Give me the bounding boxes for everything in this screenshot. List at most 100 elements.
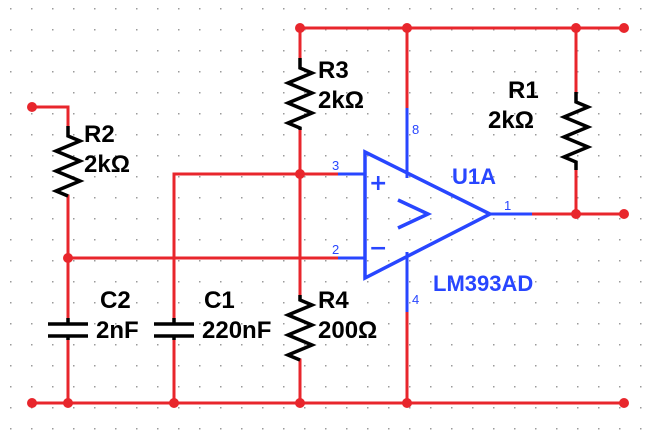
grid-dot [346,218,348,220]
grid-dot [73,428,75,430]
grid-dot [220,386,222,388]
grid-dot [640,155,642,157]
grid-dot [409,71,411,73]
grid-dot [241,239,243,241]
grid-dot [220,29,222,31]
grid-dot [430,428,432,430]
grid-dot [619,386,621,388]
grid-dot [577,365,579,367]
grid-dot [10,239,12,241]
grid-dot [94,386,96,388]
grid-dot [556,239,558,241]
grid-dot [346,71,348,73]
grid-dot [535,176,537,178]
grid-dot [283,407,285,409]
grid-dot [451,197,453,199]
grid-dot [388,8,390,10]
grid-dot [472,302,474,304]
grid-dot [577,113,579,115]
grid-dot [640,260,642,262]
grid-dot [493,407,495,409]
grid-dot [388,365,390,367]
grid-dot [493,239,495,241]
grid-dot [535,239,537,241]
grid-dot [367,71,369,73]
grid-dot [367,176,369,178]
grid-dot [598,155,600,157]
grid-dot [619,92,621,94]
grid-dot [304,134,306,136]
grid-dot [325,344,327,346]
grid-dot [31,29,33,31]
inv-sign: − [369,236,387,261]
grid-dot [52,260,54,262]
grid-dot [115,428,117,430]
resistor-r2-symbol [51,126,85,198]
grid-dot [598,365,600,367]
grid-dot [220,176,222,178]
grid-dot [178,344,180,346]
grid-dot [10,260,12,262]
grid-dot [493,8,495,10]
grid-dot [157,197,159,199]
grid-dot [73,365,75,367]
grid-dot [598,281,600,283]
grid-dot [10,218,12,220]
grid-dot [367,155,369,157]
grid-dot [94,407,96,409]
grid-dot [472,29,474,31]
grid-dot [409,260,411,262]
grid-dot [220,8,222,10]
grid-dot [577,155,579,157]
grid-dot [472,281,474,283]
grid-dot [136,302,138,304]
grid-dot [220,155,222,157]
grid-dot [178,281,180,283]
grid-dot [577,407,579,409]
grid-dot [451,281,453,283]
grid-dot [157,92,159,94]
grid-dot [409,176,411,178]
grid-dot [262,50,264,52]
resistor-r1-symbol [559,92,593,170]
grid-dot [304,365,306,367]
grid-dot [451,407,453,409]
grid-dot [472,113,474,115]
grid-dot [304,92,306,94]
grid-dot [199,176,201,178]
grid-dot [325,197,327,199]
grid-dot [367,92,369,94]
grid-dot [598,344,600,346]
grid-dot [640,407,642,409]
grid-dot [31,197,33,199]
grid-dot [514,218,516,220]
grid-dot [346,92,348,94]
grid-dot [493,155,495,157]
grid-dot [241,134,243,136]
r1-value-label: 2kΩ [488,107,534,134]
grid-dot [472,176,474,178]
grid-dot [388,155,390,157]
grid-dot [157,407,159,409]
grid-dot [283,281,285,283]
grid-dot [199,92,201,94]
grid-dot [31,302,33,304]
grid-dot [598,134,600,136]
grid-dot [325,323,327,325]
grid-dot [94,365,96,367]
grid-dot [367,113,369,115]
grid-dot [619,197,621,199]
grid-dot [241,29,243,31]
grid-dot [241,176,243,178]
grid-dot [388,218,390,220]
grid-dot [262,344,264,346]
grid-dot [241,218,243,220]
c2-value-label: 2nF [96,317,139,344]
grid-dot [199,113,201,115]
grid-dot [157,239,159,241]
grid-dot [598,260,600,262]
grid-dot [241,71,243,73]
grid-dot [346,29,348,31]
grid-dot [115,281,117,283]
grid-dot [31,365,33,367]
